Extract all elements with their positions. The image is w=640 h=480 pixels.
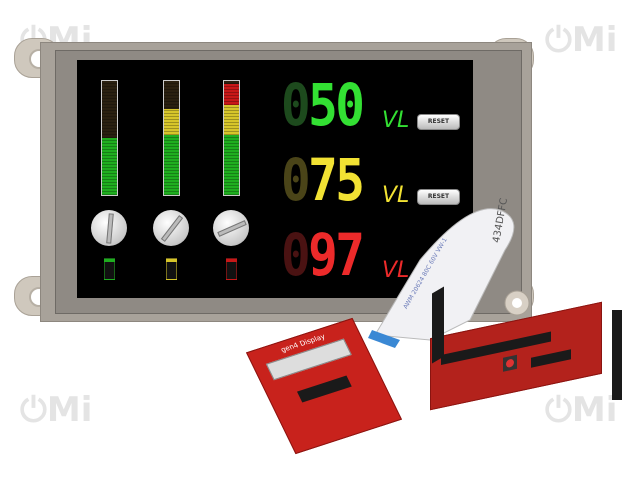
readout-value: 50 bbox=[308, 71, 365, 139]
socket-header bbox=[612, 310, 622, 400]
readout-unit: VL bbox=[382, 108, 410, 133]
pin-header bbox=[531, 349, 571, 368]
readout-leading-digit: 0 bbox=[281, 146, 311, 214]
level-meter bbox=[101, 80, 118, 196]
level-meter bbox=[223, 80, 240, 196]
toggle-switch[interactable] bbox=[226, 258, 237, 280]
watermark-logo: ⏻Mi bbox=[545, 20, 618, 60]
readout-value: 97 bbox=[308, 221, 365, 289]
readout-unit: VL bbox=[382, 258, 410, 283]
level-meter bbox=[163, 80, 180, 196]
readout-value: 75 bbox=[308, 146, 365, 214]
socket-header bbox=[432, 286, 444, 364]
readout-leading-digit: 0 bbox=[281, 221, 311, 289]
toggle-switch[interactable] bbox=[166, 258, 177, 280]
numeric-readout: 075 bbox=[281, 151, 365, 209]
watermark-logo: ⏻Mi bbox=[545, 390, 618, 430]
rotary-knob[interactable] bbox=[213, 210, 249, 246]
pin-header bbox=[296, 375, 352, 403]
toggle-switch[interactable] bbox=[104, 258, 115, 280]
numeric-readout: 050 bbox=[281, 76, 365, 134]
readout-unit: VL bbox=[382, 183, 410, 208]
reset-push-button[interactable] bbox=[503, 354, 517, 372]
reset-button[interactable]: RESET bbox=[417, 189, 460, 205]
watermark-logo: ⏻Mi bbox=[20, 390, 93, 430]
rotary-knob[interactable] bbox=[153, 210, 189, 246]
readout-leading-digit: 0 bbox=[281, 71, 311, 139]
reset-button[interactable]: RESET bbox=[417, 114, 460, 130]
rotary-knob[interactable] bbox=[91, 210, 127, 246]
numeric-readout: 097 bbox=[281, 226, 365, 284]
